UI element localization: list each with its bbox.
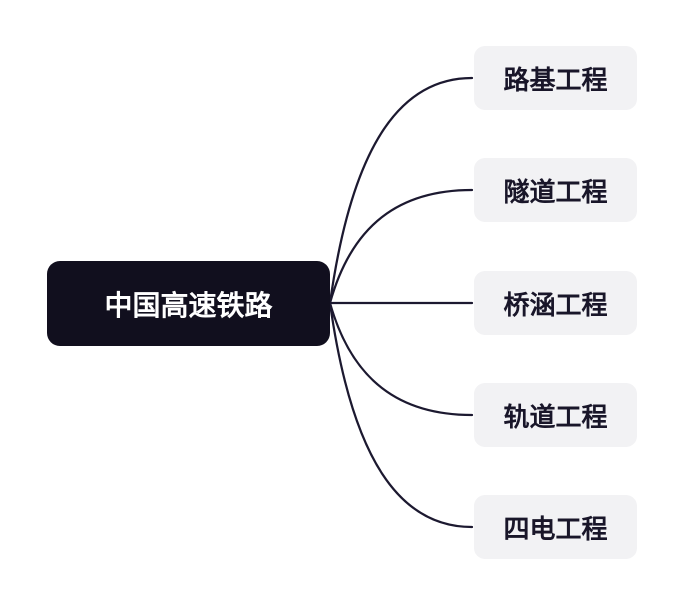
root-node-label: 中国高速铁路	[104, 289, 273, 321]
root-node[interactable]: 中国高速铁路	[47, 261, 330, 346]
child-node-label: 四电工程	[503, 513, 608, 544]
child-node-label: 隧道工程	[503, 176, 608, 207]
child-node-tunnel[interactable]: 隧道工程	[474, 158, 637, 222]
child-node-label: 轨道工程	[503, 401, 608, 432]
connector-line	[328, 188, 474, 305]
child-node-label: 桥涵工程	[503, 289, 608, 320]
child-node-bridge-culvert[interactable]: 桥涵工程	[474, 271, 637, 335]
connector-line	[328, 301, 474, 529]
child-node-track[interactable]: 轨道工程	[474, 383, 637, 447]
child-node-roadbed[interactable]: 路基工程	[474, 46, 637, 110]
child-node-four-electric[interactable]: 四电工程	[474, 495, 637, 559]
connector-line	[328, 301, 474, 417]
child-node-label: 路基工程	[503, 64, 608, 95]
connector-line	[328, 76, 474, 305]
